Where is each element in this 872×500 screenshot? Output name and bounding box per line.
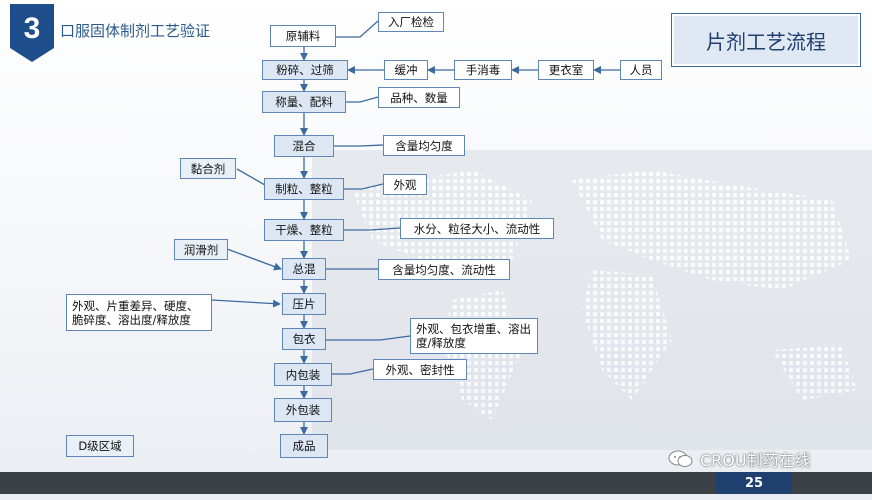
slide-title: 片剂工艺流程 [671,13,861,67]
process-crush-sieve: 粉碎、过筛 [262,60,348,80]
check-incoming-inspection: 入厂检检 [378,12,444,32]
personnel-buffer: 缓冲 [384,60,428,80]
watermark-text: CROU制药在线 [700,451,811,470]
check-appearance-seal: 外观、密封性 [373,359,467,380]
check-coating: 外观、包衣增重、溶出度/释放度 [410,318,538,354]
section-title: 口服固体制剂工艺验证 [60,22,211,40]
personnel-staff: 人员 [620,60,662,80]
wechat-icon [668,450,693,467]
process-granulation: 制粒、整粒 [264,178,344,200]
page-number: 25 [716,472,792,494]
section-number: 3 [24,12,41,45]
process-compression: 压片 [282,293,326,315]
input-lubricant: 润滑剂 [174,239,228,260]
process-raw-materials: 原辅料 [270,25,336,47]
process-final-mix: 总混 [282,258,326,280]
footer-bar [0,472,872,494]
section-number-badge: 3 [10,4,54,62]
personnel-changing-room: 更衣室 [538,60,594,80]
process-drying: 干燥、整粒 [264,219,344,241]
process-mixing: 混合 [274,135,334,157]
check-content-uniformity: 含量均匀度 [383,135,465,156]
process-weigh-dispense: 称量、配料 [262,91,346,113]
input-binder: 黏合剂 [180,158,236,179]
process-coating: 包衣 [282,328,326,350]
process-finished-product: 成品 [280,434,328,458]
personnel-hand-disinfect: 手消毒 [454,60,512,80]
zone-label: D级区域 [66,435,134,457]
process-outer-pack: 外包装 [274,398,332,422]
check-variety-quantity: 品种、数量 [378,87,460,108]
check-uniformity-flow: 含量均匀度、流动性 [378,259,510,280]
process-inner-pack: 内包装 [274,363,332,386]
watermark: CROU制药在线 [668,447,811,471]
check-appearance: 外观 [383,174,427,195]
check-moisture-size-flow: 水分、粒径大小、流动性 [400,218,554,239]
check-tablet-quality: 外观、片重差异、硬度、脆碎度、溶出度/释放度 [66,294,212,331]
